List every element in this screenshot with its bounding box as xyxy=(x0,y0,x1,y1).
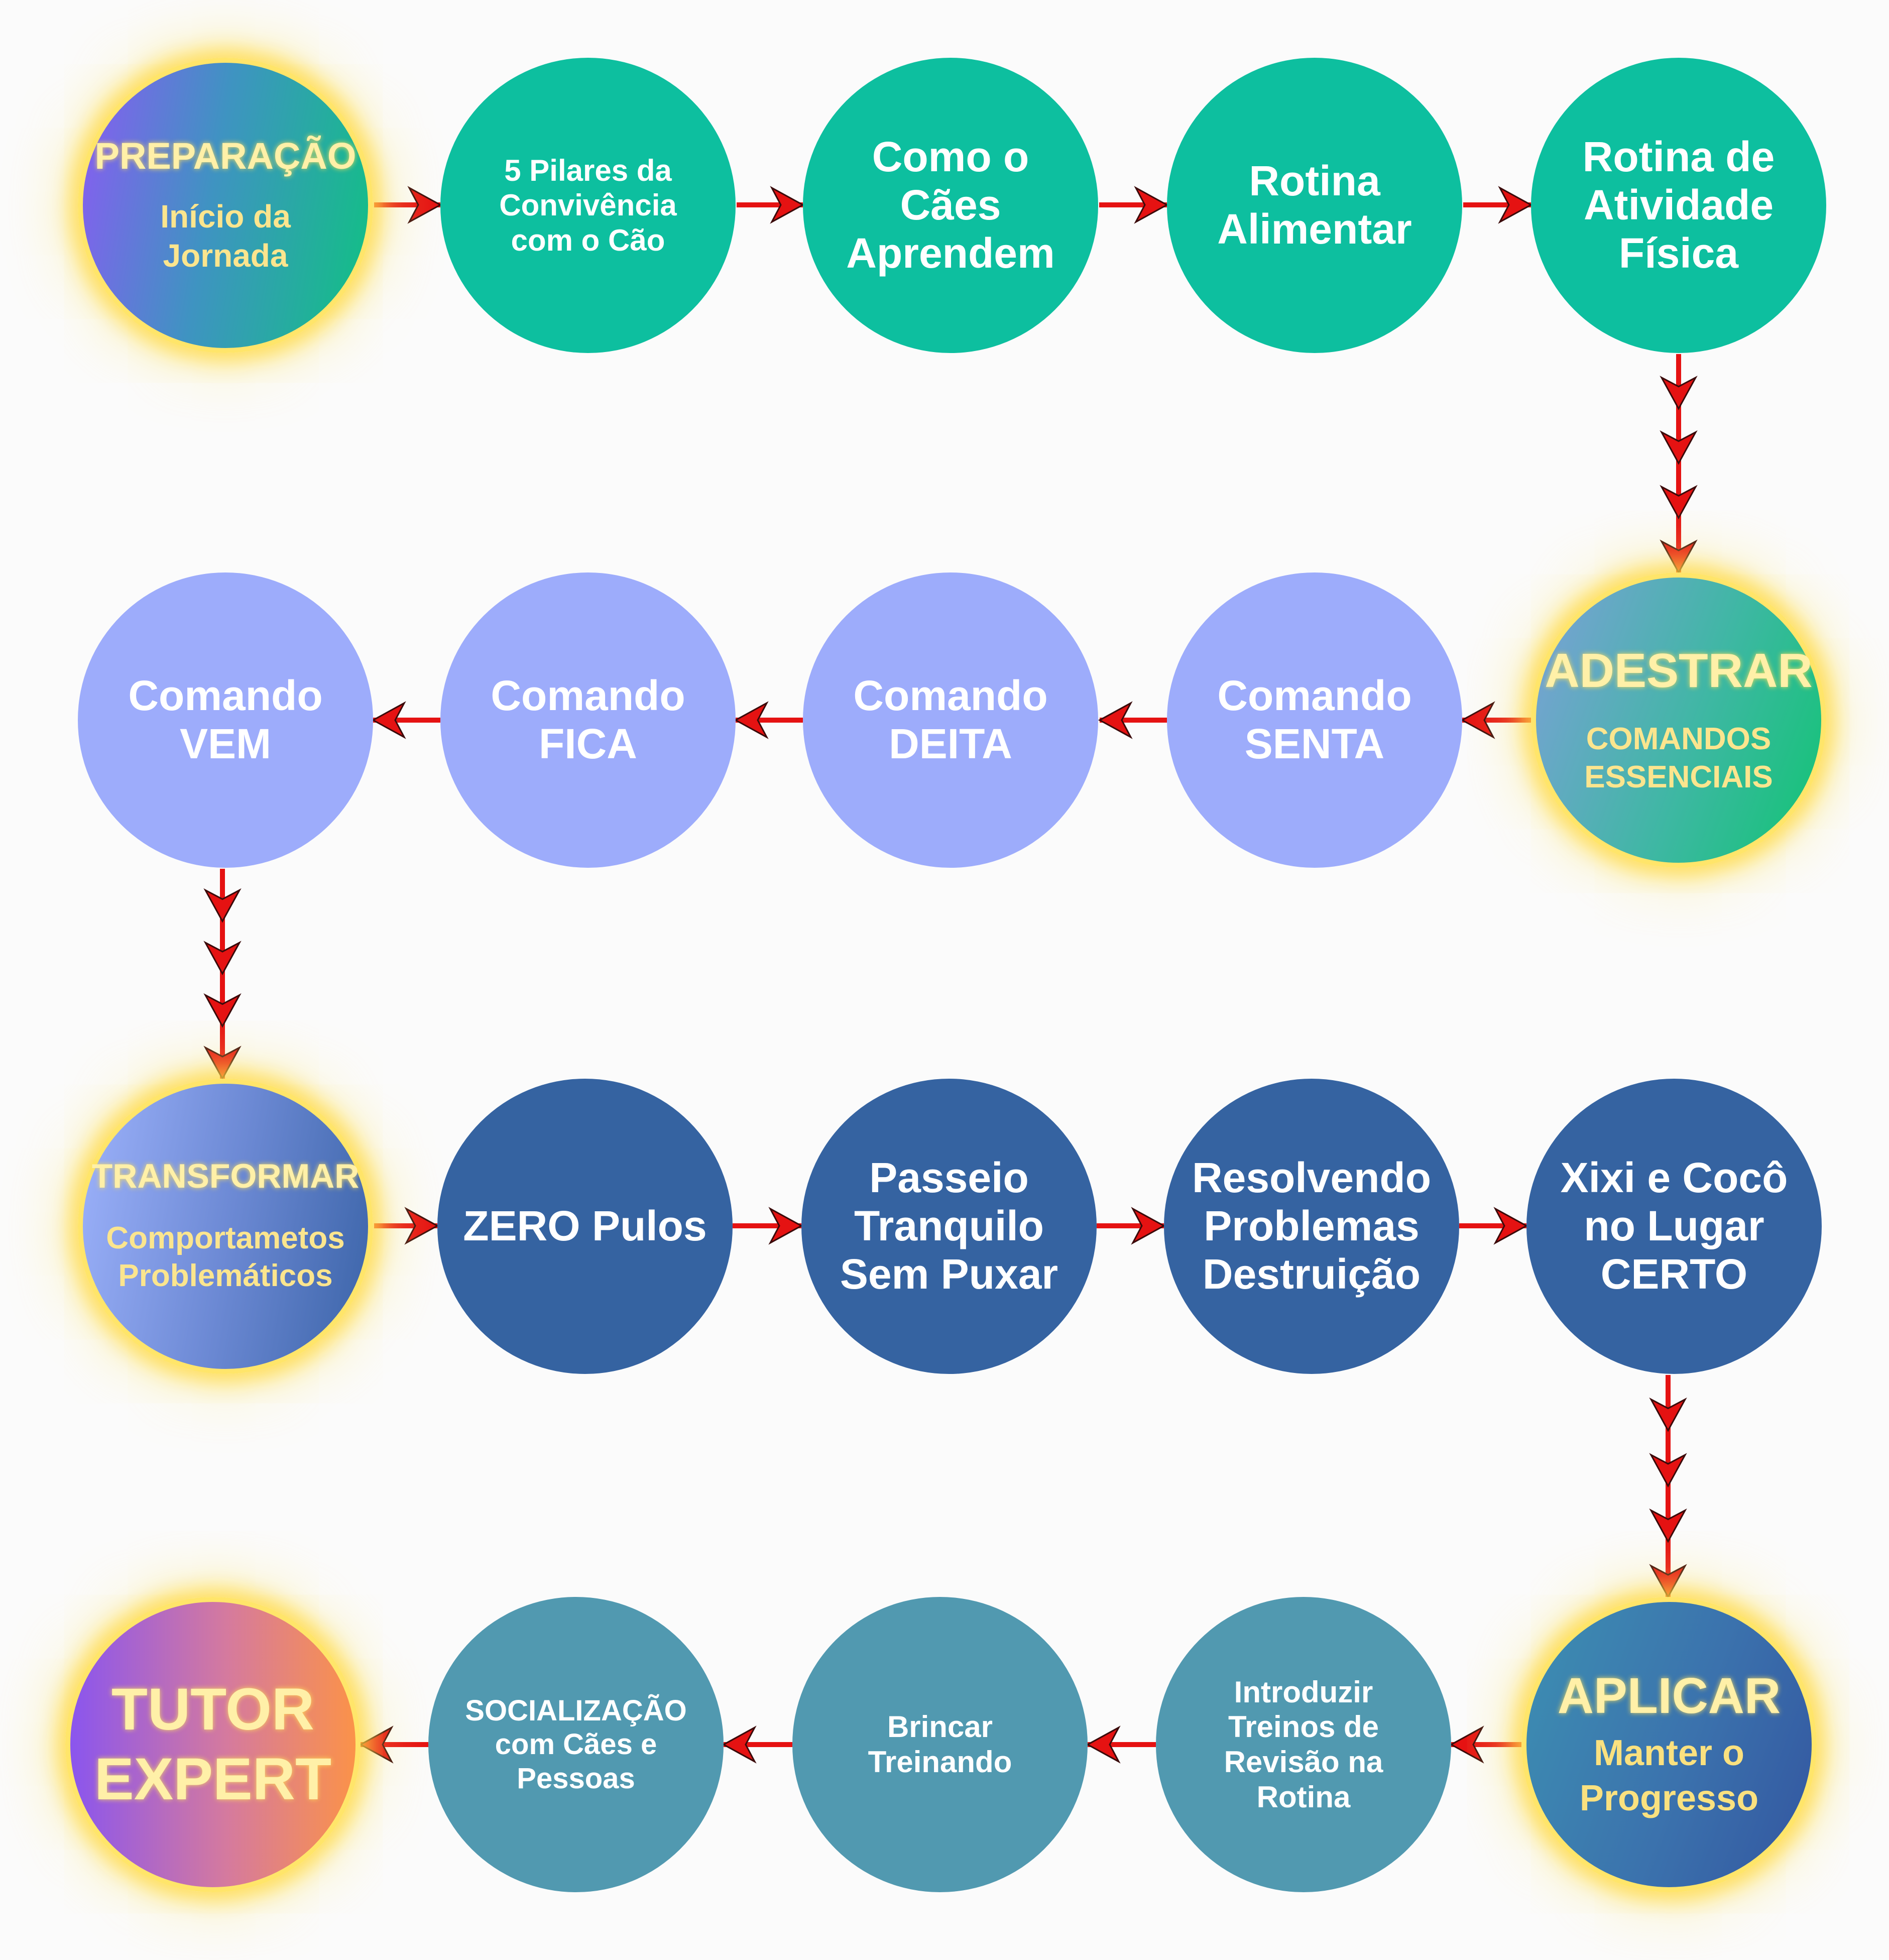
node-comando-deita: Comando DEITA xyxy=(803,572,1098,868)
node-title: Comando FICA xyxy=(491,672,685,767)
node-title: Xixi e Cocô no Lugar CERTO xyxy=(1560,1154,1788,1298)
node-aplicar: APLICAR Manter o Progresso xyxy=(1521,1597,1817,1892)
arrowhead-icon xyxy=(1493,1207,1528,1245)
arrowhead-icon xyxy=(1660,376,1698,410)
node-title: SOCIALIZAÇÃO com Cães e Pessoas xyxy=(465,1694,687,1795)
arrowhead-icon xyxy=(1449,1725,1484,1764)
node-subtitle: COMANDOS ESSENCIAIS xyxy=(1584,722,1773,794)
arrowhead-icon xyxy=(1649,1453,1687,1488)
node-socializacao: SOCIALIZAÇÃO com Cães e Pessoas xyxy=(428,1597,724,1892)
node-title: Resolvendo Problemas Destruição xyxy=(1192,1154,1432,1298)
node-title: Rotina de Atividade Física xyxy=(1582,133,1775,277)
arrowhead-icon xyxy=(1649,1508,1687,1543)
arrowhead-icon xyxy=(203,941,242,976)
node-title: APLICAR xyxy=(1557,1668,1781,1724)
arrowhead-icon xyxy=(359,1725,394,1764)
node-preparacao: PREPARAÇÃO Início da Jornada xyxy=(78,58,373,353)
node-title: TRANSFORMAR xyxy=(91,1157,360,1195)
node-subtitle: Início da Jornada xyxy=(160,198,291,274)
arrowhead-icon xyxy=(734,701,769,739)
node-title: Comando DEITA xyxy=(853,672,1048,767)
node-passeio-tranquilo: Passeio Tranquilo Sem Puxar xyxy=(801,1079,1097,1374)
node-xixi-coco: Xixi e Cocô no Lugar CERTO xyxy=(1526,1079,1822,1374)
arrowhead-icon xyxy=(1660,430,1698,465)
node-title: Rotina Alimentar xyxy=(1217,157,1412,253)
node-resolvendo-problemas: Resolvendo Problemas Destruição xyxy=(1164,1079,1459,1374)
node-title: Brincar Treinando xyxy=(868,1710,1012,1779)
arrowhead-icon xyxy=(404,1207,439,1245)
node-comando-vem: Comando VEM xyxy=(78,572,373,868)
arrowhead-icon xyxy=(203,1046,242,1081)
arrowhead-icon xyxy=(768,1207,803,1245)
node-title: Comando VEM xyxy=(128,672,323,767)
node-title: Introduzir Treinos de Revisão na Rotina xyxy=(1224,1675,1383,1814)
arrowhead-icon xyxy=(203,993,242,1028)
node-tutor-expert: TUTOR EXPERT xyxy=(65,1597,361,1892)
node-5-pilares: 5 Pilares da Convivência com o Cão xyxy=(440,58,736,353)
arrowhead-icon xyxy=(407,186,442,224)
arrowhead-icon xyxy=(1098,701,1133,739)
node-introduzir-treinos: Introduzir Treinos de Revisão na Rotina xyxy=(1156,1597,1451,1892)
node-rotina-alimentar: Rotina Alimentar xyxy=(1167,58,1462,353)
node-title: Como o Cães Aprendem xyxy=(846,133,1055,277)
arrowhead-icon xyxy=(1460,701,1495,739)
arrowhead-icon xyxy=(1660,485,1698,520)
arrowhead-icon xyxy=(1649,1564,1687,1599)
node-title: Passeio Tranquilo Sem Puxar xyxy=(840,1154,1058,1298)
arrowhead-icon xyxy=(1498,186,1533,224)
node-title: ZERO Pulos xyxy=(463,1202,707,1250)
node-title: ADESTRAR xyxy=(1545,643,1813,698)
arrowhead-icon xyxy=(1131,1207,1166,1245)
arrowhead-icon xyxy=(1086,1725,1121,1764)
node-como-caes-aprendem: Como o Cães Aprendem xyxy=(803,58,1098,353)
node-brincar-treinando: Brincar Treinando xyxy=(792,1597,1088,1892)
node-comando-fica: Comando FICA xyxy=(440,572,736,868)
arrowhead-icon xyxy=(203,888,242,923)
node-transformar: TRANSFORMAR Comportametos Problemáticos xyxy=(78,1079,373,1374)
node-title: Comando SENTA xyxy=(1217,672,1412,767)
arrowhead-icon xyxy=(722,1725,757,1764)
node-subtitle: Comportametos Problemáticos xyxy=(106,1220,345,1294)
node-title: 5 Pilares da Convivência com o Cão xyxy=(499,153,677,257)
node-title: PREPARAÇÃO xyxy=(94,135,357,177)
arrowhead-icon xyxy=(1134,186,1169,224)
node-comando-senta: Comando SENTA xyxy=(1167,572,1462,868)
arrowhead-icon xyxy=(371,701,406,739)
node-zero-pulos: ZERO Pulos xyxy=(437,1079,733,1374)
arrowhead-icon xyxy=(770,186,805,224)
node-title: TUTOR EXPERT xyxy=(94,1676,332,1812)
arrowhead-icon xyxy=(1660,539,1698,574)
node-adestrar: ADESTRAR COMANDOS ESSENCIAIS xyxy=(1531,572,1826,868)
arrowhead-icon xyxy=(1649,1397,1687,1432)
node-rotina-atividade-fisica: Rotina de Atividade Física xyxy=(1531,58,1826,353)
node-subtitle: Manter o Progresso xyxy=(1579,1733,1759,1818)
